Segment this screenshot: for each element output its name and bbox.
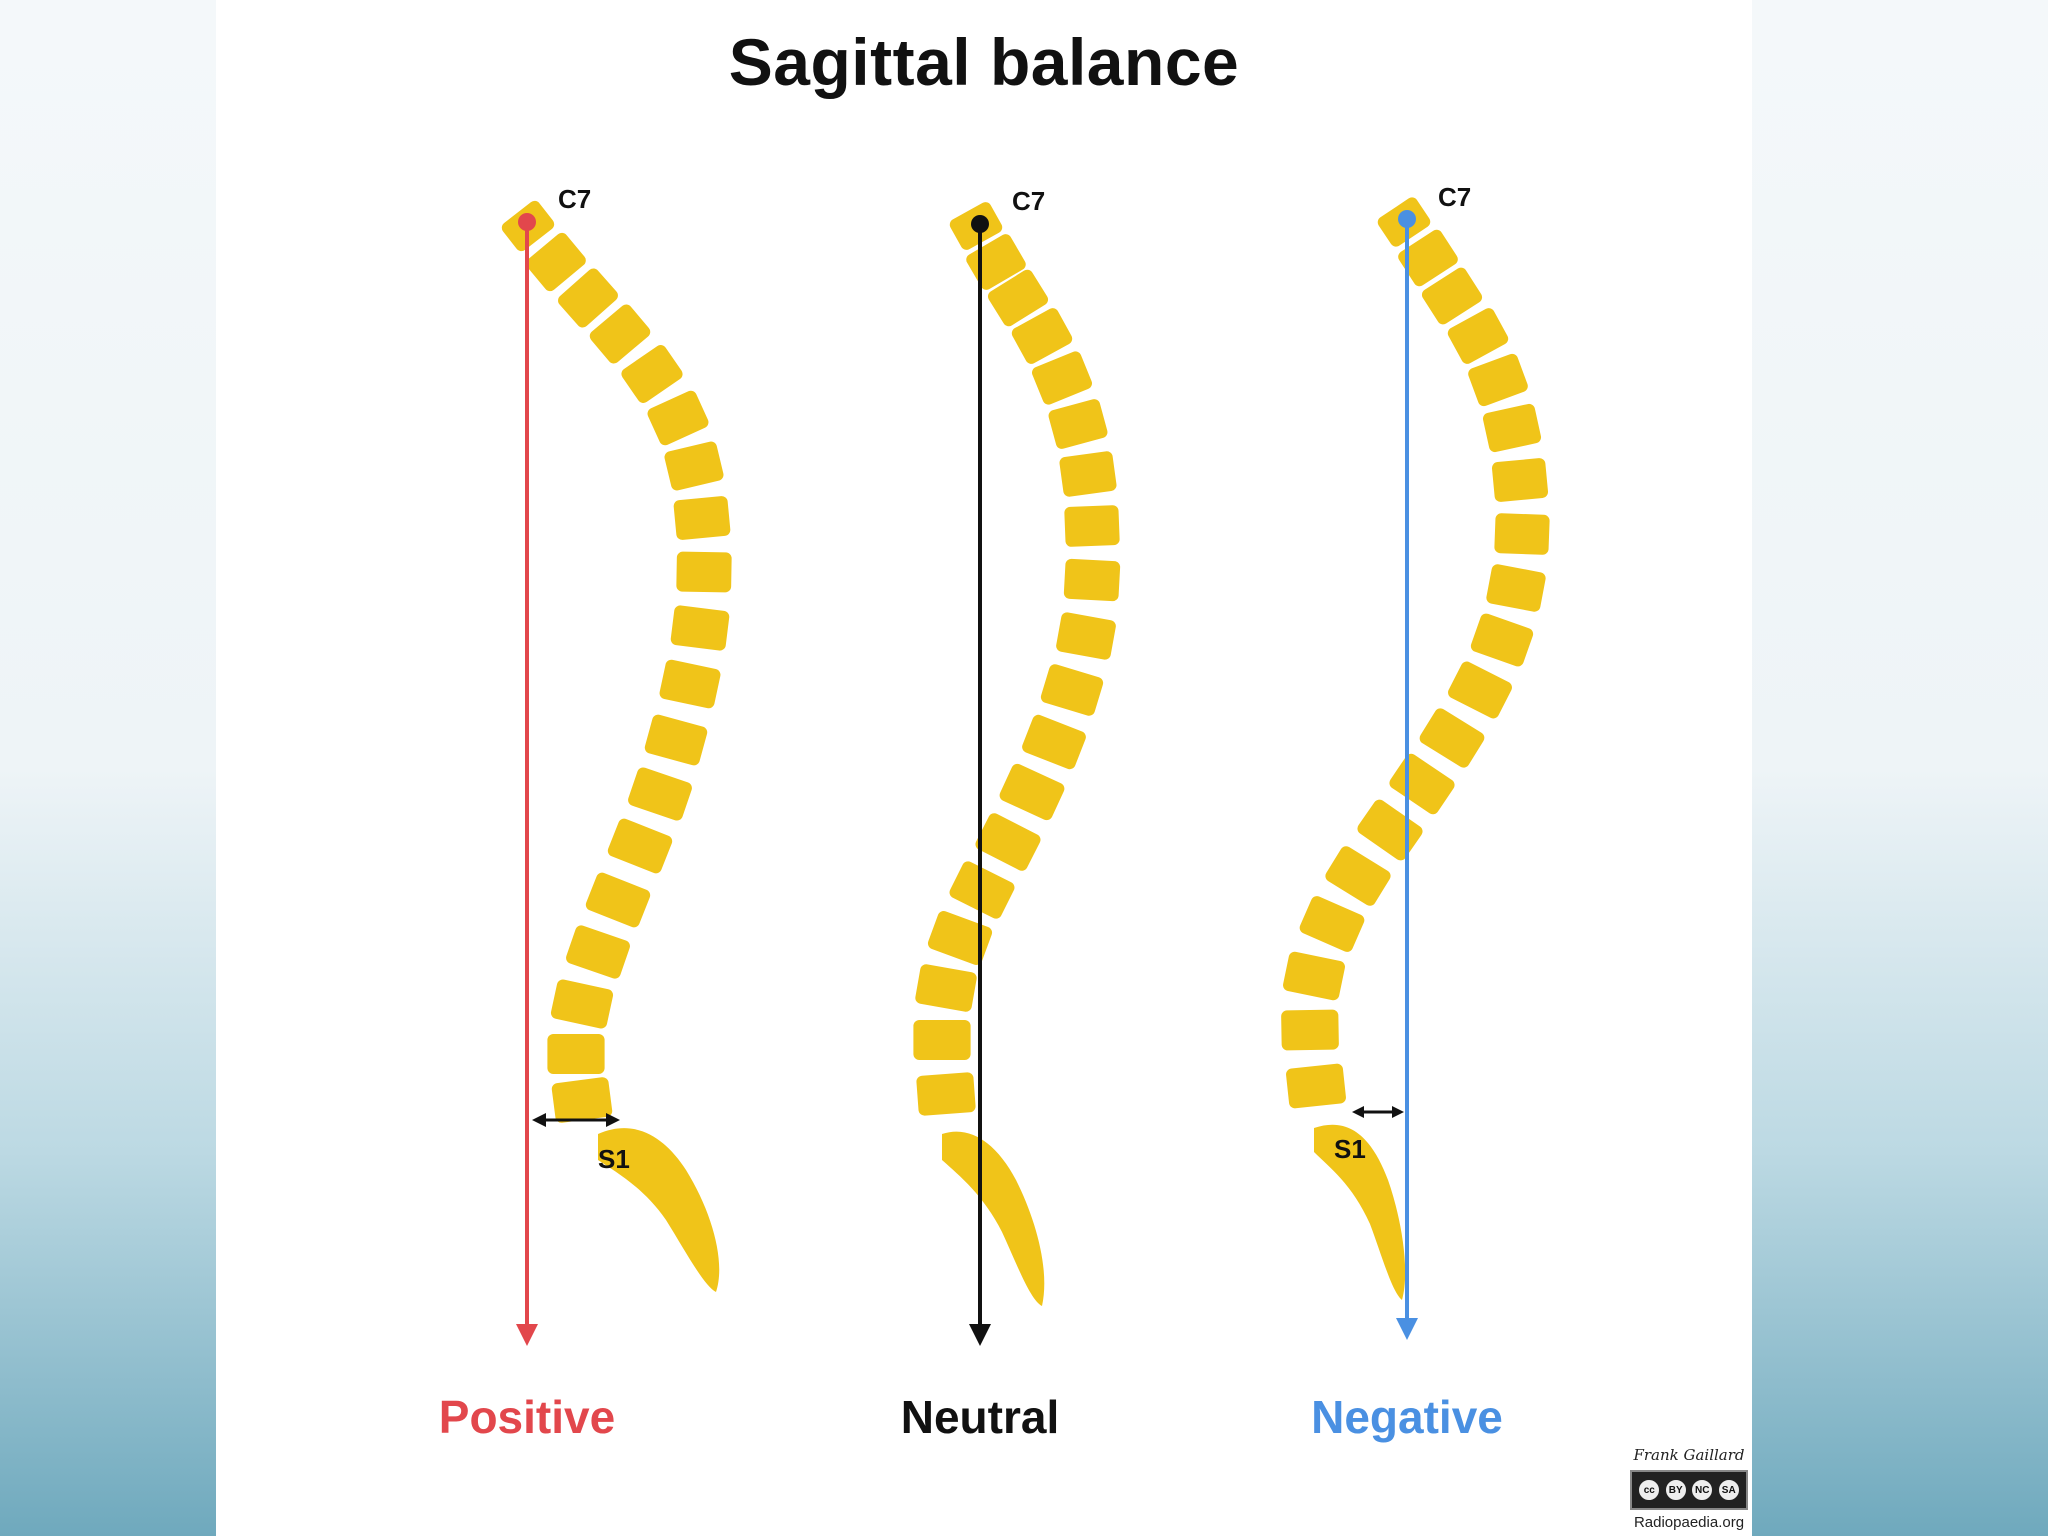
credit-site: Radiopaedia.org — [1633, 1514, 1745, 1531]
positive-c7-label: C7 — [558, 184, 591, 214]
negative-vertebra — [1448, 661, 1512, 719]
negative-c7-label: C7 — [1438, 182, 1471, 212]
neutral-vertebra — [1064, 505, 1120, 547]
negative-sacrum — [1314, 1124, 1406, 1300]
positive-vertebra — [647, 390, 709, 446]
negative-vertebra — [1286, 1063, 1346, 1109]
negative-vertebra — [1421, 267, 1483, 325]
negative-vertebra — [1482, 403, 1542, 453]
neutral-spine-vertebrae — [913, 202, 1121, 1116]
credit-author: Frank Gaillard — [1633, 1446, 1745, 1464]
negative-spine-vertebrae — [1281, 197, 1550, 1109]
negative-vertebra — [1494, 513, 1550, 555]
neutral-vertebra — [975, 813, 1041, 871]
positive-vertebra — [607, 818, 673, 874]
cc-icon: cc — [1637, 1478, 1662, 1502]
negative-vertebra — [1357, 799, 1423, 861]
negative-vertebra — [1468, 353, 1528, 407]
neutral-vertebra — [1040, 664, 1104, 716]
neutral-vertebra — [1022, 714, 1086, 770]
neutral-label: Neutral — [900, 1391, 1060, 1443]
nc-icon: NC — [1690, 1478, 1715, 1502]
negative-vertebra — [1281, 1009, 1339, 1051]
positive-vertebra — [547, 1034, 605, 1074]
cc-license-badge: cc BY NC SA — [1630, 1470, 1748, 1510]
positive-vertebra — [551, 1077, 613, 1123]
by-icon: BY — [1663, 1478, 1688, 1502]
positive-offset-arrowhead-left — [532, 1113, 546, 1127]
spine-diagram: C7 S1 C7 C7 S1 — [501, 182, 1550, 1346]
positive-plumb-arrowhead — [516, 1324, 538, 1346]
neutral-spine-panel: C7 — [913, 186, 1121, 1346]
neutral-sacrum — [942, 1131, 1045, 1306]
negative-plumb-arrowhead — [1396, 1318, 1418, 1340]
positive-label: Positive — [438, 1391, 616, 1443]
positive-vertebra — [676, 551, 732, 593]
negative-s1-label: S1 — [1334, 1134, 1366, 1164]
neutral-vertebra — [1048, 399, 1108, 449]
neutral-vertebra — [999, 763, 1065, 821]
neutral-c7-label: C7 — [1012, 186, 1045, 216]
positive-s1-label: S1 — [598, 1144, 630, 1174]
positive-vertebra — [628, 767, 692, 821]
slide-title: Sagittal balance — [728, 25, 1240, 99]
neutral-vertebra — [1011, 308, 1073, 364]
negative-vertebra — [1299, 896, 1365, 952]
credit-block: Frank Gaillard cc BY NC SA Radiopaedia.o… — [1626, 1446, 1752, 1531]
positive-spine-panel: C7 S1 — [501, 184, 732, 1346]
neutral-vertebra — [987, 269, 1049, 327]
negative-vertebra — [1398, 229, 1458, 287]
positive-offset-arrowhead-right — [606, 1113, 620, 1127]
positive-vertebra — [664, 441, 724, 491]
negative-vertebra — [1283, 951, 1345, 1001]
neutral-vertebra — [1059, 451, 1117, 497]
positive-sacrum — [598, 1128, 720, 1292]
negative-label: Negative — [1311, 1391, 1503, 1443]
slide: Sagittal balance C7 S1 C7 — [216, 0, 1752, 1536]
left-background-panel — [0, 0, 216, 1536]
positive-spine-vertebrae — [501, 200, 732, 1123]
positive-vertebra — [644, 714, 708, 766]
neutral-vertebra — [1063, 558, 1121, 602]
positive-vertebra — [589, 304, 651, 364]
positive-vertebra — [585, 872, 651, 928]
neutral-vertebra — [916, 1072, 976, 1116]
neutral-vertebra — [1056, 612, 1116, 660]
negative-vertebra — [1491, 458, 1549, 502]
negative-vertebra — [1447, 308, 1509, 364]
negative-vertebra — [1325, 846, 1391, 906]
negative-spine-panel: C7 S1 — [1281, 182, 1550, 1340]
right-background-panel — [1752, 0, 2048, 1536]
neutral-vertebra — [913, 1020, 971, 1060]
negative-vertebra — [1486, 564, 1546, 612]
positive-vertebra — [659, 659, 721, 709]
negative-vertebra — [1470, 613, 1534, 667]
positive-vertebra — [566, 925, 630, 979]
neutral-vertebra — [927, 911, 993, 965]
positive-vertebra — [526, 232, 586, 292]
neutral-vertebra — [915, 964, 977, 1012]
positive-vertebra — [621, 345, 683, 403]
positive-vertebra — [673, 496, 731, 540]
neutral-plumb-arrowhead — [969, 1324, 991, 1346]
negative-offset-arrowhead-right — [1392, 1106, 1404, 1118]
negative-vertebra — [1389, 753, 1455, 815]
negative-vertebra — [1419, 708, 1485, 768]
positive-vertebra — [558, 268, 618, 328]
positive-vertebra — [550, 979, 614, 1029]
negative-offset-arrowhead-left — [1352, 1106, 1364, 1118]
neutral-vertebra — [1032, 351, 1092, 405]
positive-vertebra — [670, 605, 730, 651]
sa-icon: SA — [1716, 1478, 1741, 1502]
